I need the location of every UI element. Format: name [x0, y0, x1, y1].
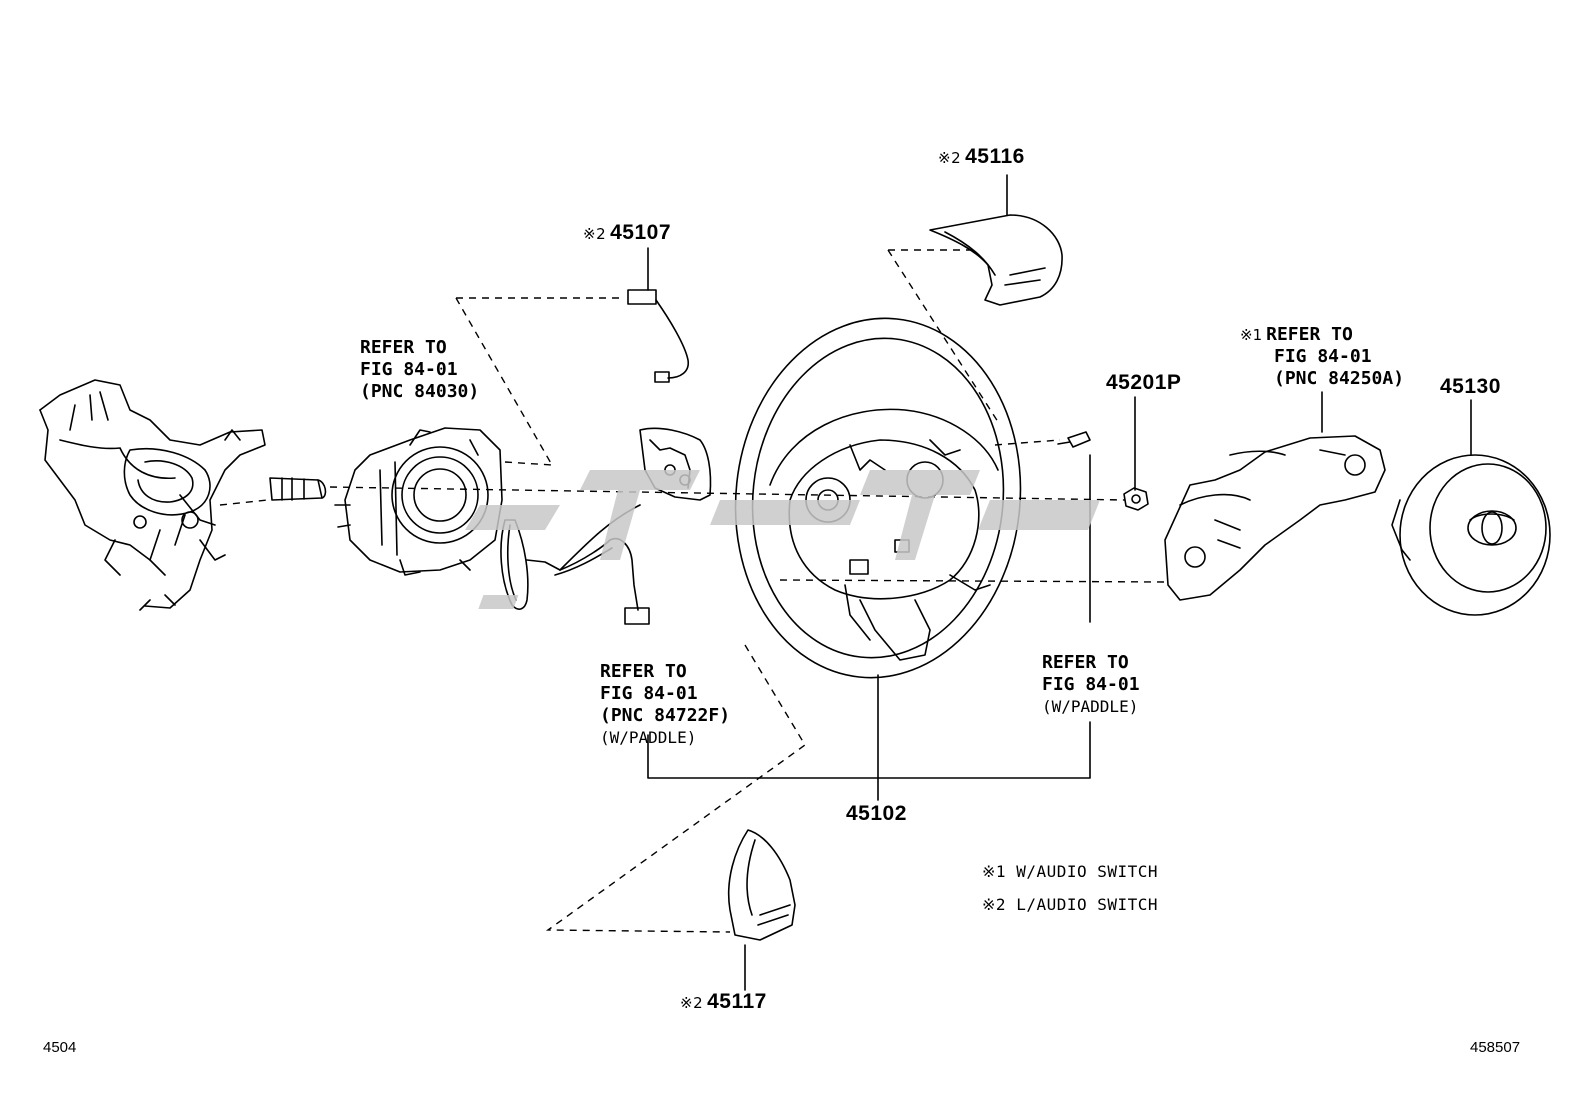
harness-45107: [627, 289, 690, 383]
part-number: 45107: [610, 221, 672, 244]
part-number: 45130: [1440, 375, 1501, 398]
refer-line: (W/PADDLE): [600, 728, 697, 747]
label-45201p: 45201P: [1106, 372, 1181, 394]
refer-note-paddle-right: REFER TO FIG 84-01 (W/PADDLE): [1042, 652, 1140, 718]
mark: ※2: [583, 225, 607, 243]
refer-line: (W/PADDLE): [1042, 697, 1139, 716]
corner-code-right: 458507: [1470, 1039, 1521, 1056]
refer-line: REFER TO: [600, 661, 687, 682]
cover-45116: [929, 214, 1063, 306]
audio-switch: [1164, 435, 1386, 601]
refer-line: REFER TO: [360, 337, 447, 358]
mark: ※1: [1240, 326, 1263, 344]
legend-text: L/AUDIO SWITCH: [1016, 895, 1159, 914]
label-45130: 45130: [1440, 376, 1501, 398]
mark: ※2: [938, 149, 962, 167]
refer-line: FIG 84-01: [360, 359, 458, 380]
refer-note-column: REFER TO FIG 84-01 (PNC 84030): [360, 337, 479, 403]
refer-note-paddle-left: REFER TO FIG 84-01 (PNC 84722F) (W/PADDL…: [600, 661, 730, 749]
dashed-assembly-lines: [219, 249, 1166, 933]
refer-line: FIG 84-01: [600, 683, 698, 704]
bolt-45201p: [1057, 431, 1149, 511]
refer-line: (PNC 84030): [360, 381, 480, 402]
part-number: 45116: [965, 145, 1025, 168]
mark: ※2: [982, 895, 1007, 914]
refer-line: REFER TO: [1266, 324, 1353, 345]
refer-line: (PNC 84722F): [600, 705, 731, 726]
steering-column: [39, 379, 327, 611]
corner-code-left: 4504: [43, 1039, 77, 1056]
refer-line: (PNC 84250A): [1274, 368, 1405, 389]
part-number: 45201P: [1106, 371, 1182, 394]
watermark: [465, 470, 1100, 609]
label-45102: 45102: [846, 803, 907, 825]
steering-wheel: [734, 317, 1022, 679]
spiral-cable: [334, 427, 503, 576]
legend-note-2: ※2 L/AUDIO SWITCH: [982, 894, 1158, 916]
mark: ※1: [982, 862, 1007, 881]
legend-text: W/AUDIO SWITCH: [1016, 862, 1159, 881]
mark: ※2: [680, 994, 704, 1012]
refer-line: REFER TO: [1042, 652, 1129, 673]
cover-45117: [727, 829, 796, 941]
refer-line: FIG 84-01: [1042, 674, 1140, 695]
part-number: 45117: [707, 990, 767, 1013]
legend-note-1: ※1 W/AUDIO SWITCH: [982, 861, 1158, 883]
leader-lines: [647, 174, 1472, 991]
airbag-45130: [1391, 454, 1551, 616]
refer-line: FIG 84-01: [1274, 346, 1372, 367]
part-number: 45102: [846, 802, 907, 825]
